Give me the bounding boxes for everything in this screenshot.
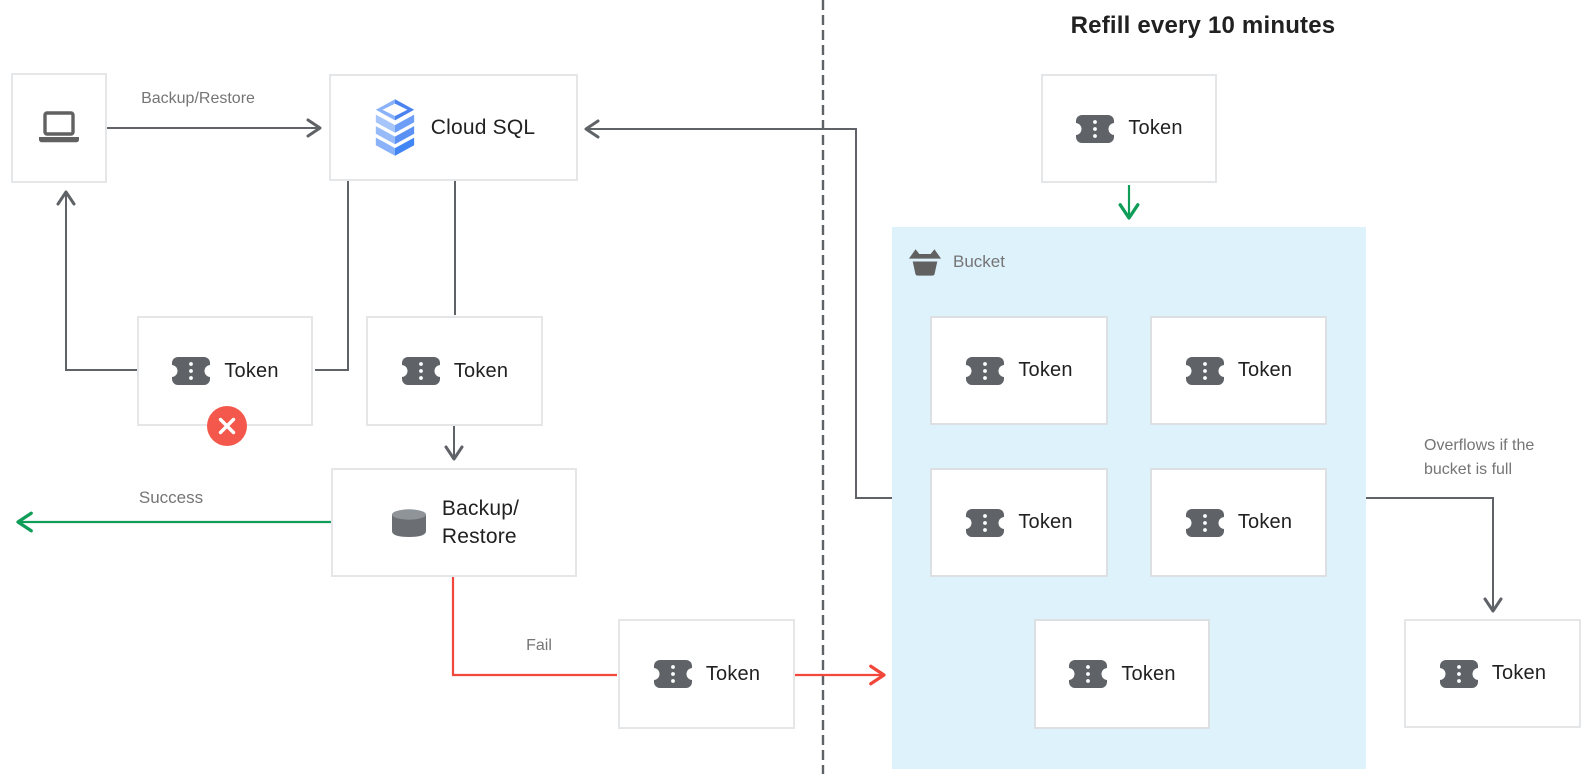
bucket-caption: Bucket — [908, 245, 1005, 278]
red-x-badge — [207, 406, 247, 446]
overflow-note-line2: bucket is full — [1424, 461, 1513, 478]
token-label: Token — [1237, 359, 1293, 381]
token-ticket-icon — [652, 660, 693, 688]
cloud-sql-label: Cloud SQL — [430, 115, 536, 139]
token-label: Token — [1128, 117, 1183, 139]
bucket-token-3: Token — [930, 468, 1108, 577]
token-label: Token — [453, 359, 509, 382]
overflow-note-line1: Overflows if the — [1424, 437, 1535, 454]
token-ticket-icon — [1184, 356, 1225, 385]
bucket-token-2: Token — [1150, 316, 1327, 425]
token-ticket-icon — [965, 356, 1006, 385]
client-box — [11, 73, 107, 183]
bucket-label: Bucket — [953, 251, 1005, 271]
token-box-request: Token — [366, 316, 543, 426]
overflow-note: Overflows if the bucket is full — [1424, 434, 1582, 482]
token-ticket-icon — [1075, 114, 1116, 143]
token-ticket-icon — [171, 357, 212, 385]
database-icon — [391, 508, 426, 537]
token-box-overflow: Token — [1404, 619, 1581, 728]
bucket-token-1: Token — [930, 316, 1108, 425]
backup-line2: Restore — [441, 524, 517, 548]
edge-label-backup-restore: Backup/Restore — [141, 90, 255, 107]
token-ticket-icon — [1068, 660, 1109, 688]
x-icon — [207, 406, 247, 446]
cloud-sql-stack-icon — [375, 98, 414, 156]
token-box-fail: Token — [618, 619, 795, 729]
edge-label-success: Success — [138, 488, 204, 507]
bucket-token-5: Token — [1034, 619, 1210, 729]
backup-restore-label: Backup/Restore — [442, 495, 519, 550]
edge-overflow — [1366, 497, 1503, 613]
edge-cloudsql-to-rejected-token — [315, 181, 349, 371]
backup-restore-box: Backup/Restore — [331, 468, 577, 577]
token-ticket-icon — [965, 508, 1006, 537]
cloud-sql-box: Cloud SQL — [329, 74, 578, 181]
bucket-token-4: Token — [1150, 468, 1327, 577]
laptop-icon — [39, 111, 79, 143]
token-ticket-icon — [1438, 659, 1479, 688]
bucket-icon — [908, 249, 942, 276]
token-label: Token — [1491, 662, 1547, 684]
edge-fail-to-token — [451, 577, 617, 677]
token-box-refill: Token — [1041, 74, 1217, 183]
token-label: Token — [1018, 511, 1073, 533]
token-label: Token — [1018, 359, 1073, 381]
edge-bucket-to-cloudsql — [584, 119, 892, 499]
diagram-title: Refill every 10 minutes — [1070, 12, 1336, 39]
token-label: Token — [1237, 511, 1293, 533]
edge-rejected-token-to-client — [56, 190, 137, 371]
token-label: Token — [1121, 662, 1176, 685]
token-ticket-icon — [400, 357, 441, 385]
backup-line1: Backup/ — [441, 496, 520, 520]
token-label: Token — [224, 359, 279, 382]
edge-label-fail: Fail — [526, 637, 552, 654]
token-ticket-icon — [1184, 508, 1225, 537]
token-label: Token — [705, 662, 761, 685]
